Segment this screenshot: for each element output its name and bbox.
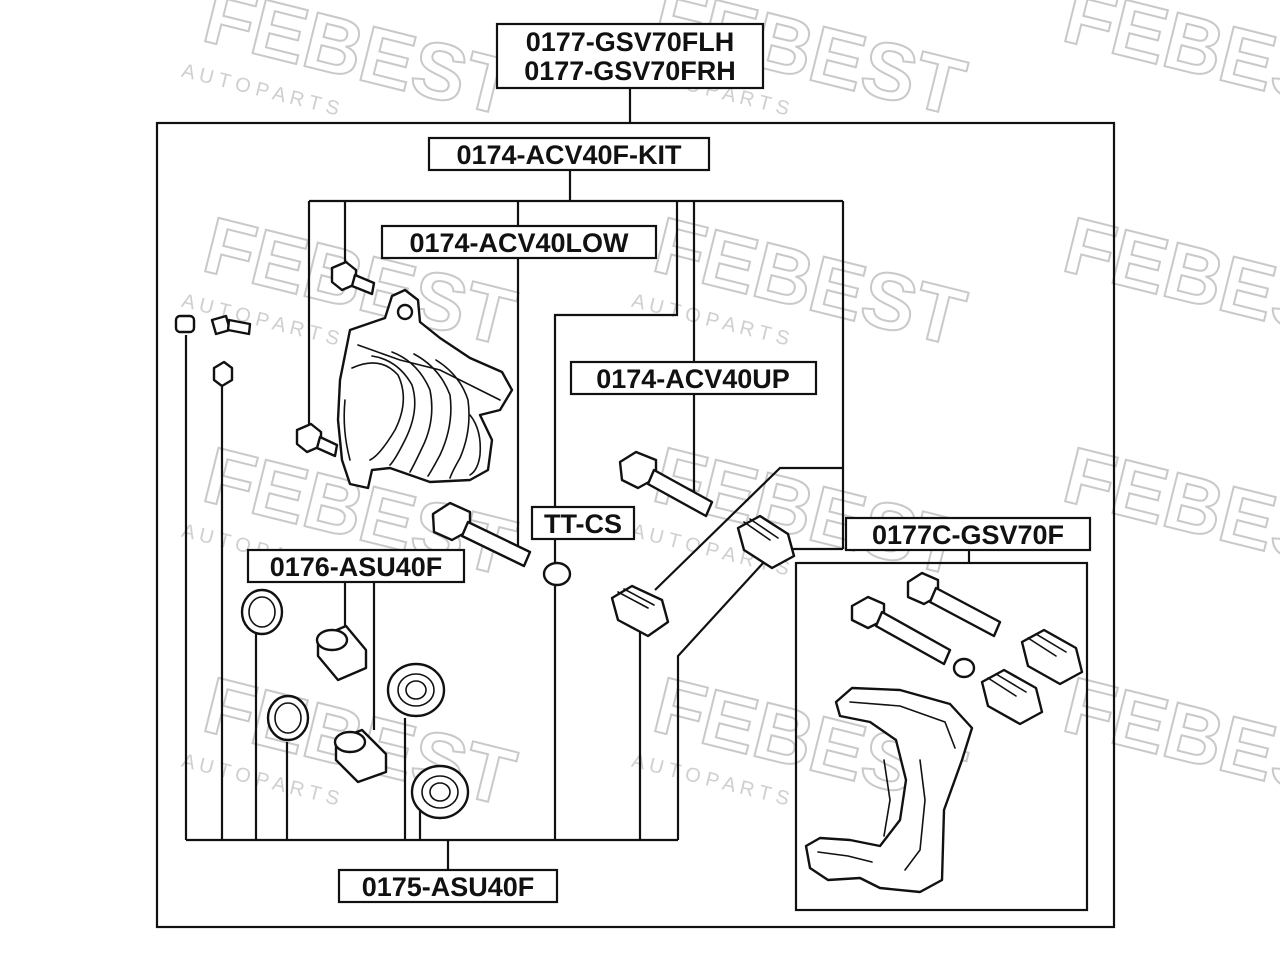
watermark-brand: FEBEST [1056, 0, 1280, 133]
dust-seal-upper-drawing [386, 662, 446, 718]
caliper-housing-drawing [336, 288, 514, 490]
bracket-boot-upper-drawing [1020, 628, 1084, 686]
label-bracket-text: 0177C-GSV70F [872, 520, 1064, 550]
watermark-brand: FEBEST [1056, 660, 1280, 823]
bracket-pin-upper-drawing [906, 571, 1002, 638]
caliper-bolt-lower-drawing [295, 422, 339, 458]
label-grease-text: TT-CS [544, 509, 622, 539]
caliper-bolt-upper-drawing [330, 260, 376, 296]
watermark-brand: FEBEST [196, 0, 524, 133]
dust-seal-lower-drawing [410, 764, 470, 820]
label-caliper-rh-text: 0177-GSV70FRH [524, 56, 736, 86]
label-pin-kit-text: 0174-ACV40F-KIT [456, 140, 682, 170]
watermark-brand: FEBEST [1056, 200, 1280, 363]
watermark-brand: FEBEST [1056, 430, 1280, 593]
dust-boot-upper-drawing [736, 514, 796, 570]
piston-seal-upper-drawing [240, 588, 284, 636]
label-pin-lower: 0174-ACV40LOW [380, 224, 658, 260]
label-repair-kit: 0175-ASU40F [337, 868, 559, 904]
label-pin-upper-text: 0174-ACV40UP [596, 364, 790, 394]
guide-pin-upper-drawing [618, 450, 714, 518]
caliper-bracket-drawing [804, 686, 974, 894]
bleeder-cap-drawing [174, 314, 196, 334]
label-piston: 0176-ASU40F [246, 548, 466, 584]
label-pin-kit: 0174-ACV40F-KIT [427, 136, 711, 172]
bleeder-small-drawing [212, 360, 234, 388]
label-caliper-assembly: 0177-GSV70FLH 0177-GSV70FRH [495, 22, 765, 90]
bleeder-screw-drawing [210, 314, 252, 336]
label-piston-text: 0176-ASU40F [270, 552, 443, 582]
bracket-bushing-drawing [952, 657, 976, 679]
assembly-frame [155, 121, 1116, 929]
label-bracket: 0177C-GSV70F [844, 516, 1092, 552]
label-repair-kit-text: 0175-ASU40F [362, 872, 535, 902]
piston-lower-drawing [333, 728, 388, 784]
piston-upper-drawing [315, 624, 368, 682]
guide-pin-lower-drawing [431, 501, 532, 568]
dust-boot-lower-drawing [610, 584, 670, 638]
bracket-pin-lower-drawing [850, 595, 952, 666]
label-pin-upper: 0174-ACV40UP [569, 360, 818, 396]
grease-bushing-drawing [542, 561, 572, 587]
label-caliper-lh-text: 0177-GSV70FLH [526, 27, 735, 57]
piston-seal-lower-drawing [266, 694, 310, 742]
bracket-boot-lower-drawing [980, 668, 1044, 726]
label-pin-lower-text: 0174-ACV40LOW [409, 228, 629, 258]
label-grease: TT-CS [530, 505, 636, 541]
bracket-frame [794, 561, 1089, 912]
